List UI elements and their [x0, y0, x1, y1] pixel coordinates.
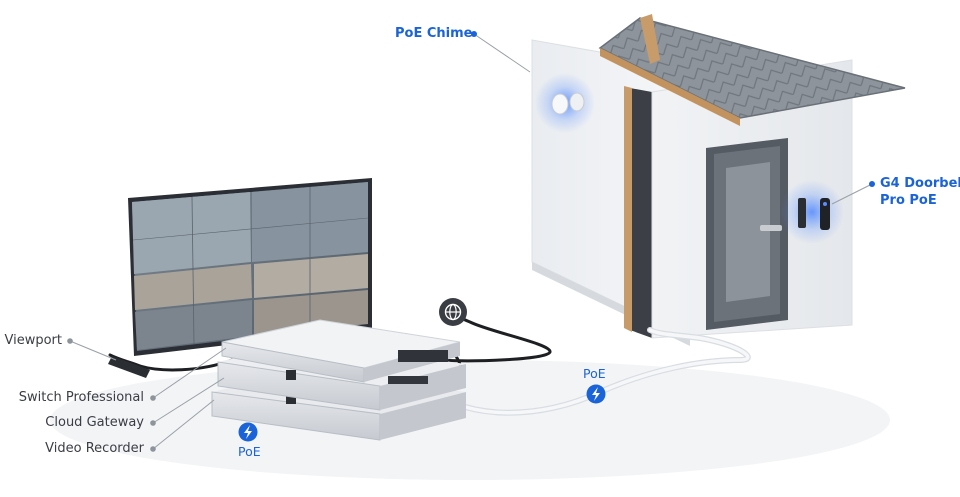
camera-tile-1 [132, 192, 251, 274]
poe-chime-device [551, 93, 569, 115]
leader-poe-chime [473, 33, 531, 73]
cloud-gateway-side [380, 364, 466, 410]
roof-truss [640, 14, 660, 64]
tile-divider [132, 217, 369, 241]
video-recorder-screen [286, 394, 296, 404]
brick-column [630, 88, 652, 338]
video-recorder-side [380, 392, 466, 440]
leader-recorder [152, 399, 215, 450]
door-handle [760, 225, 782, 231]
g4-doorbell-device [820, 198, 830, 230]
doorbell-lens [823, 202, 827, 206]
label-g4-doorbell: G4 Doorbell [880, 176, 960, 191]
label-viewport: Viewport [4, 333, 63, 348]
doorbell-bracket [798, 198, 806, 228]
dot-switch [150, 395, 156, 401]
dot-poe-chime [471, 31, 477, 37]
dot-recorder [150, 446, 156, 452]
label-poe-right: PoE [583, 366, 606, 381]
house [531, 14, 906, 346]
dot-gateway [150, 420, 156, 426]
monitor [128, 178, 372, 356]
label-poe-chime: PoE Chime [395, 26, 473, 41]
label-g4-doorbell-line2: Pro PoE [880, 193, 937, 208]
poe-chime-mount [569, 92, 585, 112]
lightning-bolt-icon [238, 422, 258, 442]
label-cloud-gateway: Cloud Gateway [45, 415, 144, 430]
leader-switch [152, 347, 227, 399]
cable-to-house-core [428, 328, 750, 415]
viewport-device [108, 356, 150, 378]
door-window [726, 162, 770, 302]
camera-tile-4 [254, 254, 368, 298]
dot-g4-doorbell [869, 181, 875, 187]
label-poe-left: PoE [238, 444, 261, 459]
roof-beam [600, 48, 740, 126]
callout-lines [69, 33, 873, 450]
label-video-recorder: Video Recorder [45, 441, 144, 456]
lightning-bolt-icon [586, 384, 606, 404]
tile-divider [191, 196, 195, 345]
switch-ports [398, 350, 448, 362]
equipment-stack [211, 319, 466, 441]
floor-shadow [50, 360, 890, 480]
label-switch-professional: Switch Professional [18, 390, 144, 405]
wood-frame [624, 86, 632, 332]
dot-viewport [67, 338, 73, 344]
doorbell-glow [780, 180, 844, 244]
callout-dots [67, 31, 875, 452]
cloud-gateway-ports [388, 376, 428, 384]
leader-g4-doorbell [831, 183, 873, 205]
globe-icon [439, 298, 467, 326]
viewport-body [108, 356, 150, 378]
cloud-gateway-screen [286, 370, 296, 380]
leader-gateway [152, 377, 225, 424]
leader-viewport [69, 340, 117, 361]
